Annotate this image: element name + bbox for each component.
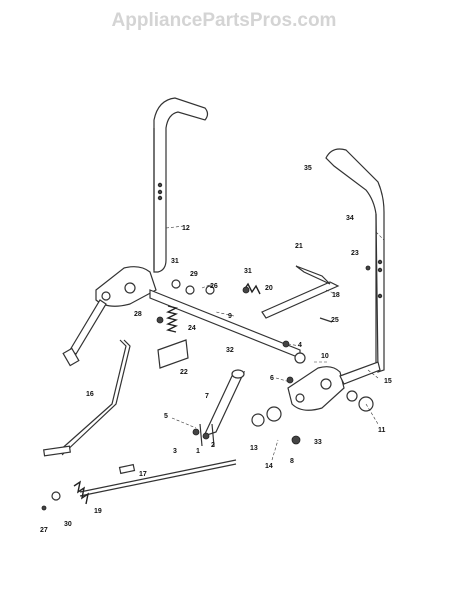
callout-7: 7 <box>205 393 209 400</box>
spring-20 <box>243 282 261 295</box>
control-arm <box>202 369 246 438</box>
callout-31-right: 31 <box>244 268 252 275</box>
callout-9: 9 <box>228 313 232 320</box>
callout-18: 18 <box>332 292 340 299</box>
callout-30: 30 <box>64 521 72 528</box>
mounting-plate <box>157 339 189 369</box>
callout-27: 27 <box>40 527 48 534</box>
callout-11: 11 <box>378 427 386 434</box>
left-control-handle <box>153 97 209 273</box>
callout-25: 25 <box>331 317 339 324</box>
callout-23: 23 <box>351 250 359 257</box>
callout-31-left: 31 <box>171 258 179 265</box>
callout-35: 35 <box>304 165 312 172</box>
callout-3: 3 <box>173 448 177 455</box>
spring-24 <box>165 305 179 333</box>
callout-33: 33 <box>314 439 322 446</box>
callout-8: 8 <box>290 458 294 465</box>
callout-22: 22 <box>180 369 188 376</box>
callout-6: 6 <box>270 375 274 382</box>
callout-26: 26 <box>210 283 218 290</box>
leader-lines <box>165 225 385 461</box>
callout-16: 16 <box>86 391 94 398</box>
callout-14: 14 <box>265 463 273 470</box>
callout-34: 34 <box>346 215 354 222</box>
callout-19: 19 <box>94 508 102 515</box>
callout-21: 21 <box>295 243 303 250</box>
callout-15: 15 <box>384 378 392 385</box>
right-control-handle <box>325 148 385 373</box>
callout-4: 4 <box>298 342 302 349</box>
linkage-rods <box>43 339 237 497</box>
callout-17: 17 <box>139 471 147 478</box>
callout-24: 24 <box>188 325 196 332</box>
callout-1: 1 <box>196 448 200 455</box>
callout-labels: 1 2 3 4 5 6 7 8 9 10 11 12 13 14 15 16 1… <box>40 165 392 534</box>
callout-12: 12 <box>182 225 190 232</box>
callout-28: 28 <box>134 311 142 318</box>
callout-32: 32 <box>226 347 234 354</box>
callout-20: 20 <box>265 285 273 292</box>
upper-rod-assembly <box>261 265 340 319</box>
callout-29: 29 <box>190 271 198 278</box>
watermark: AppliancePartsPros.com <box>112 10 337 31</box>
spring-19 <box>73 480 90 505</box>
callout-2: 2 <box>211 442 215 449</box>
right-pivot-bracket <box>287 361 381 411</box>
steering-shaft-assembly <box>62 266 301 367</box>
callout-10: 10 <box>321 353 329 360</box>
callout-5: 5 <box>164 413 168 420</box>
callout-13: 13 <box>250 445 258 452</box>
